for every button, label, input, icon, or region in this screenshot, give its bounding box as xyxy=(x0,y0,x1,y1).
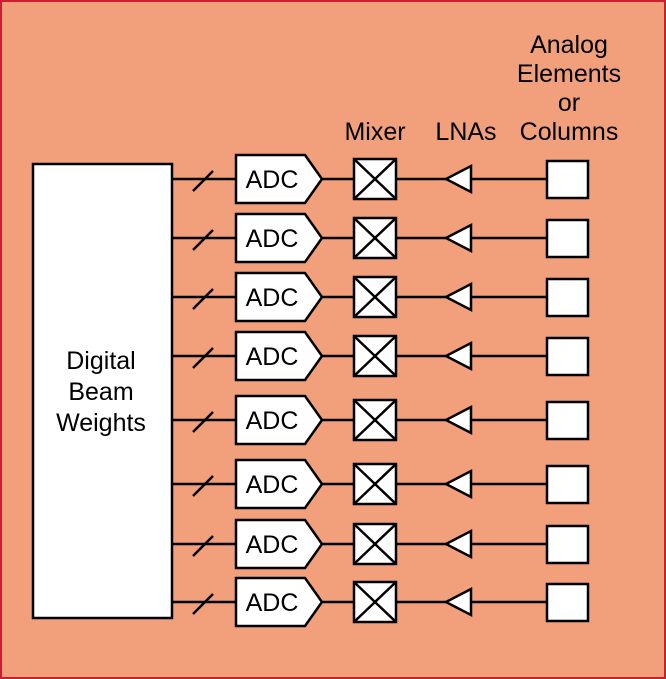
adc-label: ADC xyxy=(246,407,299,435)
adc-label: ADC xyxy=(246,589,299,617)
mixer-x-stroke xyxy=(353,335,397,377)
lna-triangle-icon xyxy=(443,404,473,436)
analog-element-icon xyxy=(545,464,590,505)
mixer-x-stroke xyxy=(353,217,397,259)
adc-label: ADC xyxy=(246,531,299,559)
analog-element-icon xyxy=(545,400,590,441)
analog-element-icon xyxy=(545,582,590,623)
adc-label: ADC xyxy=(246,471,299,499)
mixer-x-stroke xyxy=(353,399,397,441)
mixer-x-stroke xyxy=(353,581,397,623)
analog-header-line1: Analog xyxy=(530,31,608,59)
lna-triangle-icon xyxy=(443,468,473,500)
mixer-header: Mixer xyxy=(344,118,405,146)
adc-block xyxy=(234,330,324,382)
analog-header-line2: Elements xyxy=(517,60,621,88)
adc-block xyxy=(234,212,324,264)
bus-slash-icon xyxy=(192,593,214,615)
bus-slash-icon xyxy=(192,347,214,369)
analog-element-icon xyxy=(545,336,590,377)
adc-label: ADC xyxy=(246,284,299,312)
adc-block xyxy=(234,576,324,628)
mixer-x-stroke xyxy=(353,158,397,200)
lna-triangle-icon xyxy=(443,528,473,560)
lna-triangle-icon xyxy=(443,222,473,254)
mixer-x-stroke xyxy=(353,523,397,565)
adc-block xyxy=(234,394,324,446)
adc-block xyxy=(234,153,324,205)
lna-triangle-icon xyxy=(443,163,473,195)
analog-element-icon xyxy=(545,218,590,259)
beam-block-line1: Digital xyxy=(66,347,135,375)
bus-slash-icon xyxy=(192,288,214,310)
analog-element-icon xyxy=(545,524,590,565)
adc-block xyxy=(234,271,324,323)
bus-slash-icon xyxy=(192,411,214,433)
adc-label: ADC xyxy=(246,166,299,194)
lna-triangle-icon xyxy=(443,281,473,313)
digital-beam-weights-block xyxy=(31,162,174,620)
analog-header-line3: or xyxy=(558,89,580,117)
analog-header-line4: Columns xyxy=(520,118,619,146)
adc-block xyxy=(234,518,324,570)
lna-triangle-icon xyxy=(443,340,473,372)
mixer-x-stroke xyxy=(353,276,397,318)
bus-slash-icon xyxy=(192,170,214,192)
bus-slash-icon xyxy=(192,229,214,251)
mixer-x-stroke xyxy=(353,463,397,505)
adc-label: ADC xyxy=(246,343,299,371)
analog-element-icon xyxy=(545,277,590,318)
lna-triangle-icon xyxy=(443,586,473,618)
bus-slash-icon xyxy=(192,535,214,557)
adc-label: ADC xyxy=(246,225,299,253)
bus-slash-icon xyxy=(192,475,214,497)
beam-block-line2: Beam xyxy=(68,378,133,406)
analog-element-icon xyxy=(545,159,590,200)
beam-block-line3: Weights xyxy=(56,409,146,437)
adc-block xyxy=(234,458,324,510)
lnas-header: LNAs xyxy=(435,118,496,146)
